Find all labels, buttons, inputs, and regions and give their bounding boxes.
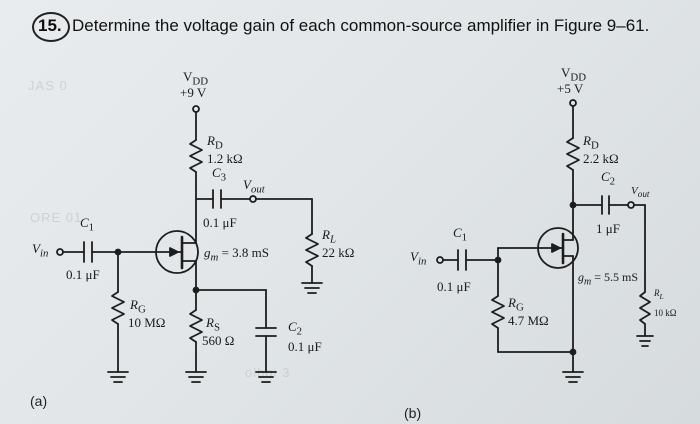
circuit-a-wiring <box>56 105 323 383</box>
vin-label-b: Vin <box>410 249 427 268</box>
resistor-rg-b <box>491 295 505 329</box>
c1-label-b: C1 <box>453 225 468 244</box>
resistor-rl-a <box>305 233 319 267</box>
problem-statement: Determine the voltage gain of each commo… <box>72 16 650 35</box>
c2-label-a: C2 <box>288 319 303 338</box>
bleed-through-text: JAS 0 <box>28 78 68 93</box>
c1-value-b: 0.1 μF <box>437 279 471 294</box>
bleed-through-text: ORE 01 <box>30 210 83 225</box>
c1-label-a: C1 <box>80 215 95 234</box>
vdd-value-b: +5 V <box>557 81 584 96</box>
figure-part-b-tag: (b) <box>404 405 422 421</box>
rg-value-b: 4.7 MΩ <box>508 313 549 328</box>
rl-value-a: 22 kΩ <box>322 245 355 260</box>
c1-value-a: 0.1 μF <box>66 267 100 282</box>
rg-value-a: 10 MΩ <box>128 315 166 330</box>
resistor-rs-a <box>189 309 203 343</box>
vin-label-a: Vin <box>32 241 49 260</box>
rg-label-b: RG <box>508 295 524 314</box>
c3-value-a: 0.1 μF <box>203 215 237 230</box>
circuit-b-wiring <box>436 99 654 383</box>
rd-label-a: RD <box>207 133 223 152</box>
rl-label-b: RL <box>654 288 664 301</box>
rd-value-b: 2.2 kΩ <box>583 151 619 166</box>
rs-value-a: 560 Ω <box>202 333 235 348</box>
problem-number: 15. <box>38 16 62 35</box>
vout-label-b: Vout <box>631 185 650 200</box>
gm-label-a: gm = 3.8 mS <box>204 245 270 264</box>
resistor-rl-b <box>639 291 651 325</box>
rd-label-b: RD <box>583 133 599 152</box>
c3-label-a: C3 <box>212 165 227 184</box>
rl-value-b: 10 kΩ <box>654 308 677 318</box>
problem-heading: 15. Determine the voltage gain of each c… <box>32 12 672 42</box>
rd-value-a: 1.2 kΩ <box>207 151 243 166</box>
resistor-rd-b <box>566 137 580 171</box>
vdd-label-a: VDD <box>183 69 209 88</box>
rl-label-a: RL <box>322 227 336 246</box>
rs-label-a: RS <box>206 315 220 334</box>
vdd-label-b: VDD <box>561 65 587 84</box>
rg-label-a: RG <box>130 297 146 316</box>
resistor-rg-a <box>111 291 125 325</box>
gm-label-b: gm = 5.5 mS <box>578 270 639 288</box>
c2-label-b: C2 <box>601 169 616 188</box>
c2-value-a: 0.1 μF <box>288 339 322 354</box>
resistor-rd-a <box>189 139 203 173</box>
hand-drawn-circle <box>32 12 70 42</box>
figure-part-a-tag: (a) <box>30 393 48 409</box>
c2-value-b: 1 μF <box>596 221 620 236</box>
vout-label-a: Vout <box>243 177 265 196</box>
vdd-value-a: +9 V <box>180 85 207 100</box>
